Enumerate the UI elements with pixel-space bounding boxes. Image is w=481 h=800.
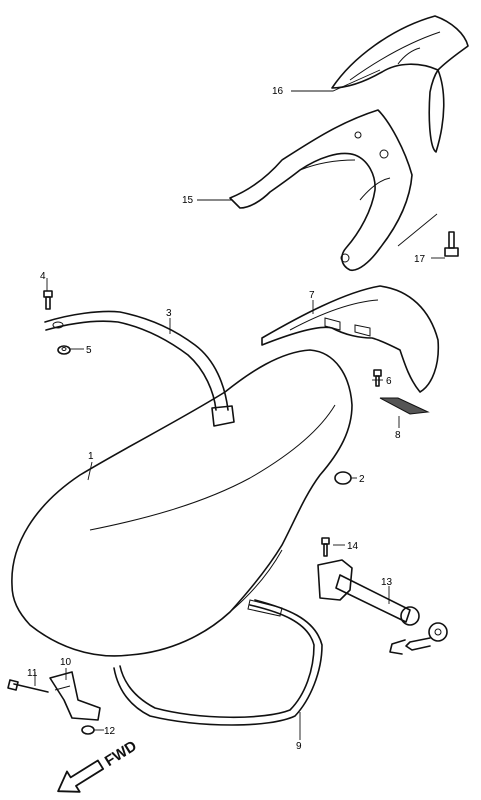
cap-nut-part-2 (334, 471, 352, 485)
callout-14: 14 (347, 541, 359, 552)
callout-15: 15 (182, 195, 194, 206)
bolt-part-17 (444, 231, 459, 257)
cushion-part-8 (379, 397, 430, 415)
callout-11: 11 (27, 668, 38, 679)
callout-7: 7 (309, 290, 315, 301)
lock-cable-part-9 (113, 599, 323, 726)
callout-17: 17 (414, 254, 426, 265)
callout-9: 9 (296, 741, 302, 752)
bolt-part-11 (7, 679, 49, 693)
callout-5: 5 (86, 345, 92, 356)
nut-part-5 (57, 345, 71, 355)
rear-cowl-part-16 (331, 15, 469, 153)
bolt-part-4 (43, 290, 53, 310)
callout-10: 10 (60, 657, 72, 668)
callout-8: 8 (395, 430, 401, 441)
callout-16: 16 (272, 86, 284, 97)
callout-6: 6 (386, 376, 392, 387)
seat-part-1 (11, 349, 353, 657)
hinge-bracket-part-10 (49, 671, 101, 721)
forward-arrow-icon: FWD (57, 737, 140, 793)
callout-13: 13 (381, 577, 393, 588)
leader-lines (34, 69, 445, 740)
callout-1: 1 (88, 451, 94, 462)
nut-part-12 (81, 725, 95, 735)
forward-direction-label: FWD (102, 737, 140, 770)
grab-rail-part-3 (44, 310, 235, 427)
callout-4: 4 (40, 271, 46, 282)
bolt-part-6 (373, 369, 382, 387)
rear-frame-cover-part-15 (229, 109, 413, 272)
seat-cowl-part-7 (261, 285, 440, 393)
seat-lock-part-13 (317, 537, 448, 655)
callout-2: 2 (359, 474, 365, 485)
callout-12: 12 (104, 726, 116, 737)
callout-3: 3 (166, 308, 172, 319)
